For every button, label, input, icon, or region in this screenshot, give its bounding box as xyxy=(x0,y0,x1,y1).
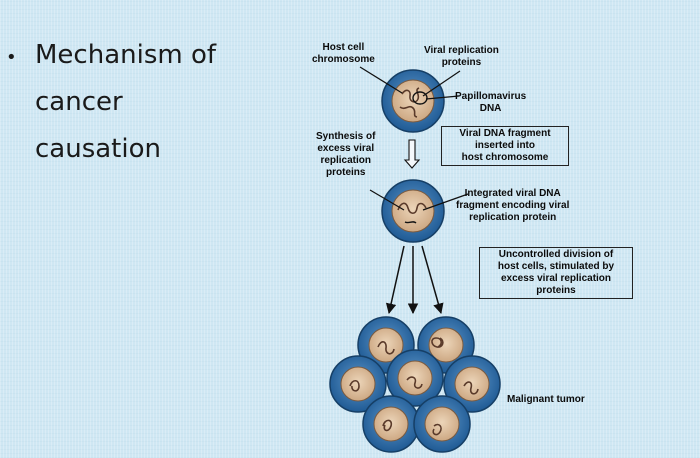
viral-replication-label: Viral replication proteins xyxy=(424,45,499,68)
viral-dna-fragment-box: Viral DNA fragment inserted into host ch… xyxy=(441,126,569,166)
papillomavirus-label: Papillomavirus DNA xyxy=(455,91,527,114)
down-arrow-icon xyxy=(403,139,421,169)
title-line-1: Mechanism of xyxy=(35,40,217,70)
title-line-2: cancer xyxy=(35,87,123,117)
malignant-tumor-cluster xyxy=(329,316,501,453)
tumor-cell xyxy=(443,355,501,413)
synthesis-label: Synthesis of excess viral replication pr… xyxy=(316,131,376,178)
integrated-dna-label: Integrated viral DNA fragment encoding v… xyxy=(456,188,570,223)
tumor-cell xyxy=(386,349,444,407)
title-line-3: causation xyxy=(35,134,161,164)
host-cell-label: Host cell chromosome xyxy=(312,42,375,65)
uncontrolled-division-box: Uncontrolled division of host cells, sti… xyxy=(479,247,633,299)
integrated-cell xyxy=(381,179,445,243)
infected-cell xyxy=(381,69,445,133)
tumor-cell xyxy=(413,395,471,453)
bullet-point: • xyxy=(6,47,17,68)
tumor-cell xyxy=(329,355,387,413)
papillomavirus-dna-icon xyxy=(412,91,428,105)
malignant-tumor-label: Malignant tumor xyxy=(507,394,585,405)
tumor-cell xyxy=(362,395,420,453)
